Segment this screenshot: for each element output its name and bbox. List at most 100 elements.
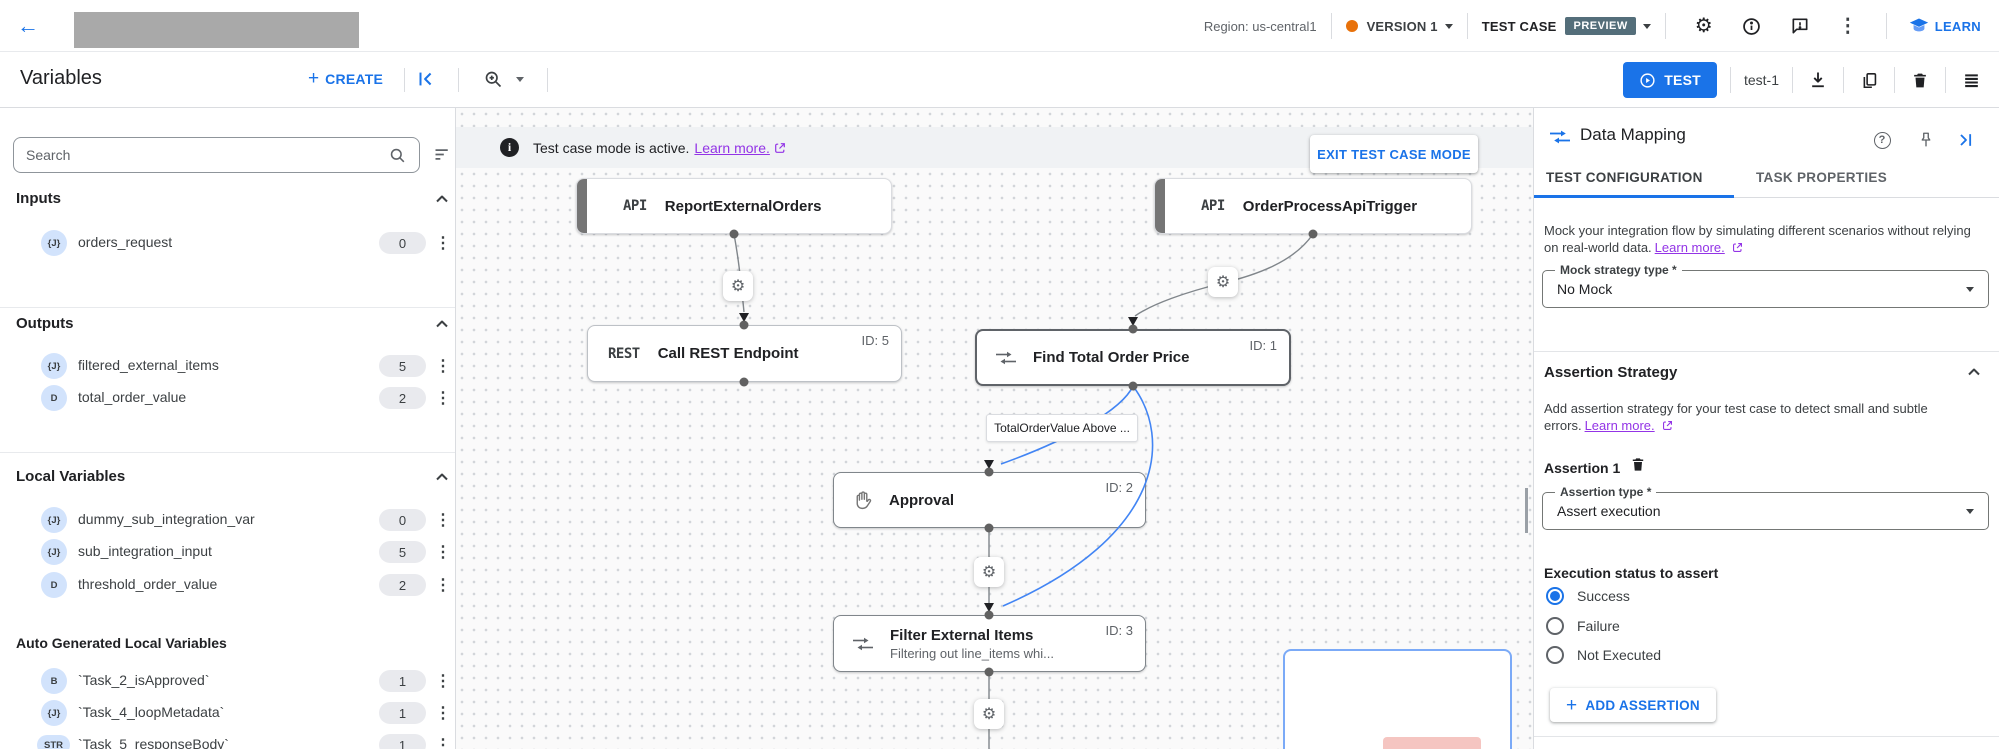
learn-more-link[interactable]: Learn more.: [1584, 418, 1655, 433]
assertion-type-select[interactable]: Assertion type * Assert execution: [1542, 485, 1989, 530]
select-value: Assert execution: [1557, 503, 1661, 519]
learn-more-link[interactable]: Learn more.: [694, 139, 770, 156]
radio-option-success[interactable]: Success: [1546, 586, 1630, 606]
radio-icon[interactable]: [1546, 617, 1564, 635]
divider: [1330, 13, 1332, 39]
radio-option-failure[interactable]: Failure: [1546, 616, 1620, 636]
workflow-canvas[interactable]: i Test case mode is active. Learn more. …: [456, 108, 1533, 749]
variable-search[interactable]: [13, 137, 420, 173]
feedback-icon[interactable]: [1788, 14, 1812, 38]
test-case-name[interactable]: test-1: [1743, 72, 1779, 88]
duplicate-copy-icon[interactable]: [1857, 68, 1881, 92]
edge-config-gear-icon[interactable]: ⚙: [723, 271, 753, 301]
search-input[interactable]: [26, 139, 376, 171]
learn-button[interactable]: LEARN: [1909, 17, 1981, 35]
approval-hand-icon: [852, 490, 873, 511]
assertion-description: Add assertion strategy for your test cas…: [1544, 401, 1928, 433]
row-kebab-icon[interactable]: ⋮: [435, 705, 451, 722]
variables-sidebar: Inputs {J} orders_request 0 ⋮ Outputs {J…: [0, 108, 456, 749]
edge-condition-label[interactable]: TotalOrderValue Above ...: [986, 414, 1138, 442]
collapse-sidebar-icon[interactable]: [415, 68, 437, 90]
divider: [1466, 13, 1468, 39]
variable-row[interactable]: {J} orders_request 0 ⋮: [0, 228, 455, 258]
chevron-down-icon[interactable]: [1444, 23, 1453, 29]
task-node-approval[interactable]: Approval ID: 2: [833, 472, 1146, 528]
task-node-find-total-order-price[interactable]: Find Total Order Price ID: 1: [975, 329, 1291, 386]
pin-icon[interactable]: [1914, 128, 1938, 152]
divider: [1894, 67, 1895, 93]
help-icon[interactable]: ?: [1870, 128, 1894, 152]
row-kebab-icon[interactable]: ⋮: [435, 390, 451, 407]
variable-row[interactable]: {J} sub_integration_input 5 ⋮: [0, 537, 455, 567]
variable-row[interactable]: D threshold_order_value 2 ⋮: [0, 570, 455, 600]
chevron-up-icon[interactable]: [433, 315, 451, 333]
chevron-up-icon[interactable]: [433, 190, 451, 208]
row-kebab-icon[interactable]: ⋮: [435, 577, 451, 594]
row-kebab-icon[interactable]: ⋮: [435, 235, 451, 252]
assertion-1-label: Assertion 1: [1544, 460, 1621, 476]
create-variable-button[interactable]: + CREATE: [308, 68, 384, 89]
delete-assertion-trash-icon[interactable]: [1630, 456, 1646, 473]
api-trigger-icon: API: [1201, 198, 1225, 214]
add-assertion-button[interactable]: + ADD ASSERTION: [1550, 688, 1716, 722]
tab-test-configuration[interactable]: TEST CONFIGURATION: [1546, 170, 1703, 185]
task-node-filter-external-items[interactable]: Filter External Items Filtering out line…: [833, 615, 1146, 672]
version-selector[interactable]: VERSION 1: [1366, 18, 1438, 34]
delete-trash-icon[interactable]: [1908, 68, 1932, 92]
chevron-up-icon[interactable]: [1962, 360, 1986, 384]
plus-icon: +: [1566, 694, 1578, 716]
collapse-panel-icon[interactable]: [1954, 128, 1978, 152]
variable-row[interactable]: {J} dummy_sub_integration_var 0 ⋮: [0, 505, 455, 535]
trigger-node-report-external-orders[interactable]: API ReportExternalOrders: [576, 178, 892, 234]
divider: [0, 452, 455, 453]
exit-test-case-mode-button[interactable]: EXIT TEST CASE MODE: [1310, 135, 1478, 173]
tab-task-properties[interactable]: TASK PROPERTIES: [1756, 170, 1888, 185]
row-kebab-icon[interactable]: ⋮: [435, 512, 451, 529]
sub-integration-frame[interactable]: [1283, 649, 1512, 749]
type-chip-json: {J}: [41, 353, 67, 379]
section-header-auto-generated: Auto Generated Local Variables: [16, 635, 227, 651]
settings-gear-icon[interactable]: ⚙: [1694, 15, 1713, 37]
log-list-icon[interactable]: [1959, 68, 1983, 92]
type-chip-double: D: [41, 385, 67, 411]
row-kebab-icon[interactable]: ⋮: [435, 358, 451, 375]
divider: [1843, 67, 1844, 93]
mock-strategy-select[interactable]: Mock strategy type * No Mock: [1542, 263, 1989, 308]
task-node-call-rest-endpoint[interactable]: REST Call REST Endpoint ID: 5: [587, 325, 902, 382]
test-button[interactable]: TEST: [1623, 62, 1717, 98]
download-icon[interactable]: [1806, 68, 1830, 92]
rest-task-icon: REST: [608, 345, 640, 362]
row-kebab-icon[interactable]: ⋮: [435, 673, 451, 690]
edge-config-gear-icon[interactable]: ⚙: [1208, 267, 1238, 297]
preview-badge: PREVIEW: [1565, 17, 1636, 35]
variable-row[interactable]: {J} `Task_4_loopMetadata` 1 ⋮: [0, 698, 455, 728]
radio-icon[interactable]: [1546, 646, 1564, 664]
row-kebab-icon[interactable]: ⋮: [435, 737, 451, 749]
test-case-label: TEST CASE: [1481, 18, 1557, 34]
chevron-up-icon[interactable]: [433, 468, 451, 486]
type-chip-double: D: [41, 572, 67, 598]
info-icon[interactable]: [1740, 14, 1764, 38]
edge-config-gear-icon[interactable]: ⚙: [974, 699, 1004, 729]
radio-option-not-executed[interactable]: Not Executed: [1546, 645, 1661, 665]
divider: [404, 68, 405, 92]
variable-row[interactable]: {J} filtered_external_items 5 ⋮: [0, 351, 455, 381]
variable-row[interactable]: STR `Task_5_responseBody` 1 ⋮: [0, 730, 455, 749]
graduation-cap-icon: [1909, 18, 1928, 32]
radio-selected-icon[interactable]: [1546, 587, 1564, 605]
trigger-node-order-process-api-trigger[interactable]: API OrderProcessApiTrigger: [1154, 178, 1472, 234]
panel-tabbar: TEST CONFIGURATION TASK PROPERTIES: [1534, 162, 1999, 198]
chevron-down-icon[interactable]: [1642, 23, 1651, 29]
sort-icon[interactable]: [432, 144, 453, 165]
edge-config-gear-icon[interactable]: ⚙: [974, 557, 1004, 587]
variable-row[interactable]: B `Task_2_isApproved` 1 ⋮: [0, 666, 455, 696]
plus-icon: +: [308, 68, 320, 89]
canvas-zoom-control[interactable]: [483, 69, 524, 90]
type-chip-string: STR: [37, 735, 70, 749]
learn-more-link[interactable]: Learn more.: [1654, 240, 1725, 255]
variable-row[interactable]: D total_order_value 2 ⋮: [0, 383, 455, 413]
row-kebab-icon[interactable]: ⋮: [435, 544, 451, 561]
back-arrow-icon[interactable]: ←: [17, 13, 39, 38]
more-options-kebab-icon[interactable]: ⋮: [1838, 15, 1858, 37]
panel-scrollbar-thumb[interactable]: [1525, 488, 1528, 533]
